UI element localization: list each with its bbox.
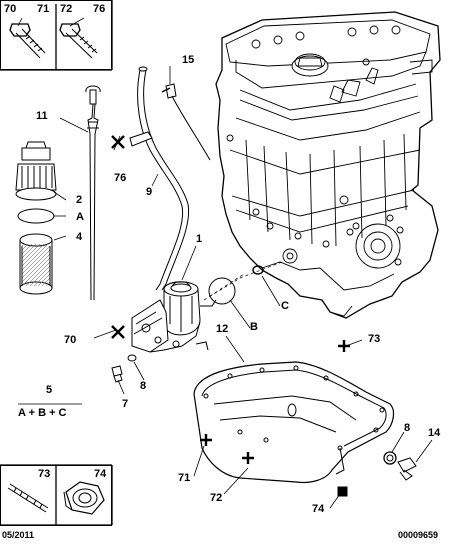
- footer-reference: 00009659: [398, 530, 439, 540]
- callout-72: 72: [210, 492, 223, 504]
- callout-7: 7: [122, 398, 129, 410]
- cross-marker-76: [111, 135, 125, 149]
- inset-label-71: 71: [37, 3, 50, 15]
- inset-label-76: 76: [93, 3, 106, 15]
- callout-11: 11: [36, 110, 48, 122]
- callout-70: 70: [64, 334, 77, 346]
- callout-4: 4: [76, 231, 83, 243]
- square-marker-74: [337, 486, 348, 497]
- callout-9: 9: [146, 186, 153, 198]
- dipstick-tube-drawing: [129, 66, 190, 291]
- callout-76: 76: [114, 172, 127, 184]
- washer-8-drawing: [383, 451, 397, 465]
- plus-marker-73: [338, 340, 350, 352]
- drain-plug-drawing: [397, 457, 417, 481]
- bottom-inset-frame: [0, 465, 112, 526]
- oil-sump-drawing: [193, 361, 395, 484]
- callout-12: 12: [216, 323, 229, 335]
- cross-marker-70: [111, 325, 125, 339]
- seal-a-drawing: [17, 208, 55, 224]
- footer-date: 05/2011: [2, 530, 35, 540]
- engine-block-drawing: [215, 11, 441, 319]
- leader-lines: [17, 17, 433, 509]
- group-number: 5: [46, 384, 53, 396]
- callout-1: 1: [196, 233, 203, 245]
- inset-label-73: 73: [38, 468, 51, 480]
- callout-8-washer: 8: [404, 422, 411, 434]
- washer-8-small-drawing: [127, 354, 137, 362]
- oil-level-sensor-drawing: [161, 83, 211, 161]
- inset-label-72: 72: [60, 3, 73, 15]
- callout-14: 14: [428, 427, 441, 439]
- callout-2: 2: [76, 194, 83, 206]
- filter-cartridge-drawing: [19, 233, 53, 295]
- filter-cap-drawing: [15, 141, 57, 201]
- top-inset-frame: [0, 0, 112, 70]
- sensor-7-drawing: [111, 365, 123, 383]
- callout-8: 8: [140, 380, 147, 392]
- callout-b: B: [250, 321, 258, 333]
- oil-filter-housing-drawing: [131, 281, 217, 353]
- o-ring-c-drawing: [252, 265, 264, 275]
- bolt-72-drawing: [59, 23, 98, 59]
- gasket-b-drawing: [208, 277, 236, 305]
- callout-a: A: [76, 211, 84, 223]
- callout-c: C: [281, 300, 289, 312]
- callout-71: 71: [178, 472, 191, 484]
- dipstick-drawing: [85, 85, 101, 301]
- plus-marker-71: [200, 434, 212, 446]
- inset-label-70: 70: [4, 3, 17, 15]
- stud-73-drawing: [7, 483, 49, 513]
- group-formula: A + B + C: [18, 407, 67, 419]
- nut-74-drawing: [63, 481, 105, 515]
- inset-label-74: 74: [94, 468, 107, 480]
- callout-74: 74: [312, 503, 325, 515]
- plus-marker-72: [242, 452, 254, 464]
- callout-15: 15: [182, 54, 195, 66]
- callout-73: 73: [368, 333, 381, 345]
- bolt-70-drawing: [9, 23, 46, 59]
